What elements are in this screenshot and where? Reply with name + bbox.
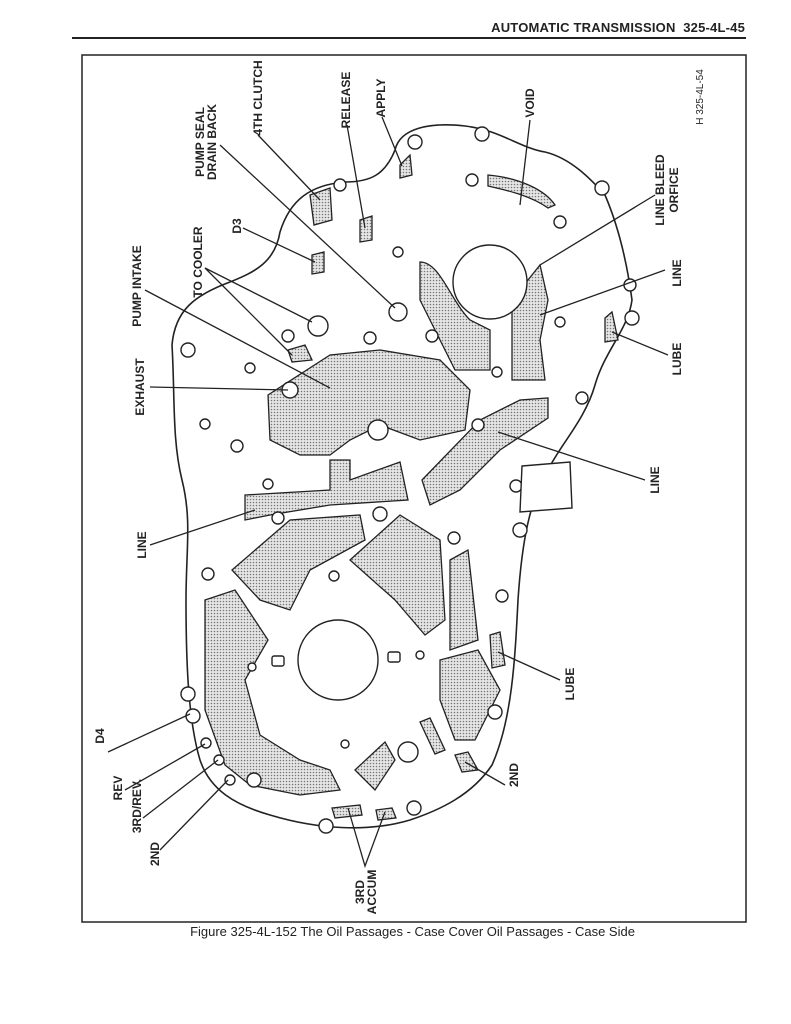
label-line-left: LINE xyxy=(135,531,149,558)
oil-passages xyxy=(204,153,619,821)
label-release: RELEASE xyxy=(339,72,353,129)
label-lube-upper-right: LUBE xyxy=(670,343,684,376)
label-2nd-right: 2ND xyxy=(507,763,521,787)
label-pump-intake: PUMP INTAKE xyxy=(130,245,144,327)
figure-frame xyxy=(81,54,747,923)
label-orfice: ORFICE xyxy=(667,167,681,212)
callout-labels: PUMP SEAL DRAIN BACK 4TH CLUTCH RELEASE … xyxy=(93,60,706,914)
label-d4: D4 xyxy=(93,728,107,744)
bores-and-holes xyxy=(180,126,640,834)
label-accum: ACCUM xyxy=(365,870,379,915)
label-apply: APPLY xyxy=(374,79,388,118)
label-d3: D3 xyxy=(230,218,244,234)
page-header: AUTOMATIC TRANSMISSION 325-4L-45 xyxy=(491,20,745,35)
label-to-cooler: TO COOLER xyxy=(191,226,205,297)
label-rev: REV xyxy=(111,776,125,801)
leader-lines xyxy=(107,116,669,869)
label-line-upper-right: LINE xyxy=(670,259,684,286)
label-lube-lower: LUBE xyxy=(563,668,577,701)
label-4th-clutch: 4TH CLUTCH xyxy=(251,60,265,135)
label-void: VOID xyxy=(523,88,537,118)
label-2nd-left: 2ND xyxy=(148,842,162,866)
label-3rd: 3RD xyxy=(353,880,367,904)
figure-caption: Figure 325-4L-152 The Oil Passages - Cas… xyxy=(190,924,635,939)
header-rule xyxy=(72,37,746,39)
label-line-right: LINE xyxy=(648,466,662,493)
label-drain-back: DRAIN BACK xyxy=(205,104,219,180)
figure-id-tag: H 325-4L-54 xyxy=(695,69,706,125)
label-pump-seal: PUMP SEAL xyxy=(193,107,207,177)
label-3rd-rev: 3RD/REV. xyxy=(130,779,144,833)
header-page-number: 325-4L-45 xyxy=(683,20,745,35)
header-title: AUTOMATIC TRANSMISSION xyxy=(491,20,676,35)
label-exhaust: EXHAUST xyxy=(133,358,147,416)
label-line-bleed: LINE BLEED xyxy=(653,154,667,226)
